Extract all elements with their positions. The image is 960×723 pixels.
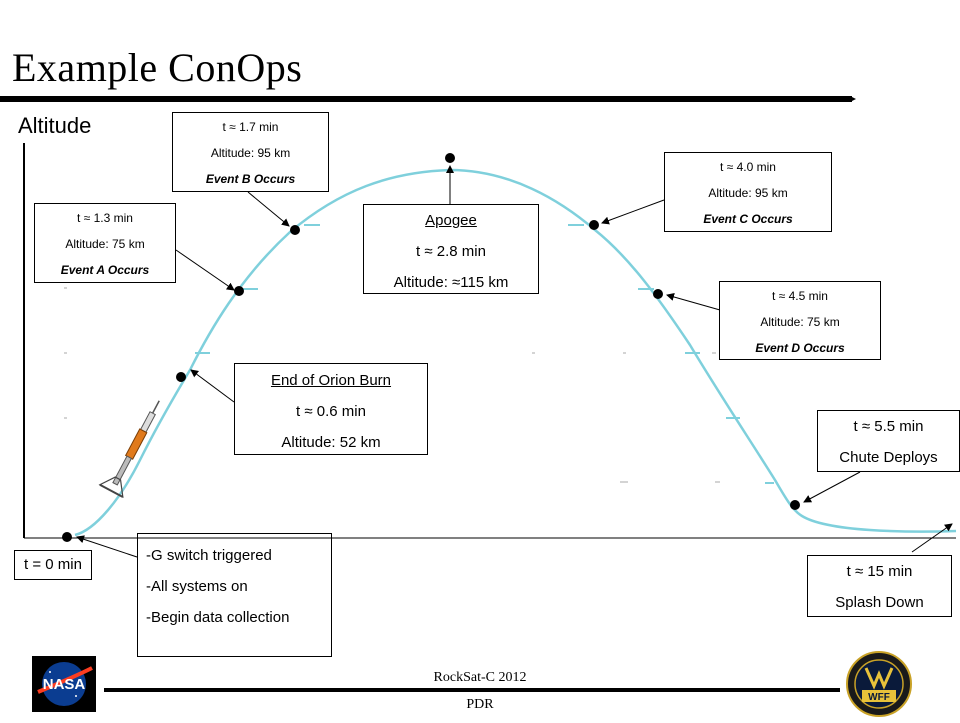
rocket-icon: [98, 400, 160, 499]
apogee-box: Apogee t ≈ 2.8 min Altitude: ≈115 km: [363, 204, 539, 294]
launch-box: t = 0 min: [14, 550, 92, 580]
arrow-chute: [803, 471, 861, 503]
arrow-event-a: [175, 249, 235, 291]
dot-apogee: [445, 153, 455, 163]
burnout-box: End of Orion Burn t ≈ 0.6 min Altitude: …: [234, 363, 428, 455]
event-b-box: t ≈ 1.7 min Altitude: 95 km Event B Occu…: [172, 112, 329, 192]
footer-divider: [104, 688, 840, 692]
arrow-notes: [76, 535, 138, 558]
dot-chute: [790, 500, 800, 510]
wff-logo-text: WFF: [868, 692, 890, 703]
splash-box: t ≈ 15 min Splash Down: [807, 555, 952, 617]
launch-notes-box: -G switch triggered -All systems on -Beg…: [137, 533, 332, 657]
callout-arrows: [76, 165, 953, 558]
altitude-axis-label: Altitude: [18, 113, 92, 138]
event-d-box: t ≈ 4.5 min Altitude: 75 km Event D Occu…: [719, 281, 881, 360]
trajectory-curve: [74, 168, 957, 537]
arrow-splash: [911, 523, 953, 553]
title-underline-tip: [850, 96, 856, 102]
note-line: -G switch triggered: [146, 547, 272, 564]
footer-phase: PDR: [466, 697, 494, 712]
trajectory-ticks: [195, 224, 774, 484]
faint-marks: [64, 287, 720, 483]
dot-event-d: [653, 289, 663, 299]
title-underline: [0, 96, 852, 102]
event-dots: [62, 153, 800, 542]
nasa-logo-text: NASA: [43, 676, 86, 693]
dot-launch: [62, 532, 72, 542]
event-c-box: t ≈ 4.0 min Altitude: 95 km Event C Occu…: [664, 152, 832, 232]
note-line: -Begin data collection: [146, 609, 290, 626]
note-line: -All systems on: [146, 578, 248, 595]
dot-event-c: [589, 220, 599, 230]
arrow-event-d: [666, 293, 721, 311]
dot-burnout: [176, 372, 186, 382]
event-a-box: t ≈ 1.3 min Altitude: 75 km Event A Occu…: [34, 203, 176, 283]
slide-title: Example ConOps: [12, 45, 303, 90]
chute-box: t ≈ 5.5 min Chute Deploys: [817, 410, 960, 472]
nasa-logo: NASA: [32, 656, 96, 712]
arrow-event-b: [247, 191, 290, 227]
dot-event-a: [234, 286, 244, 296]
arrow-event-c: [601, 199, 665, 225]
wff-logo: WFF: [844, 650, 914, 718]
arrow-burnout: [190, 369, 235, 403]
footer-project: RockSat-C 2012: [433, 670, 527, 685]
dot-event-b: [290, 225, 300, 235]
